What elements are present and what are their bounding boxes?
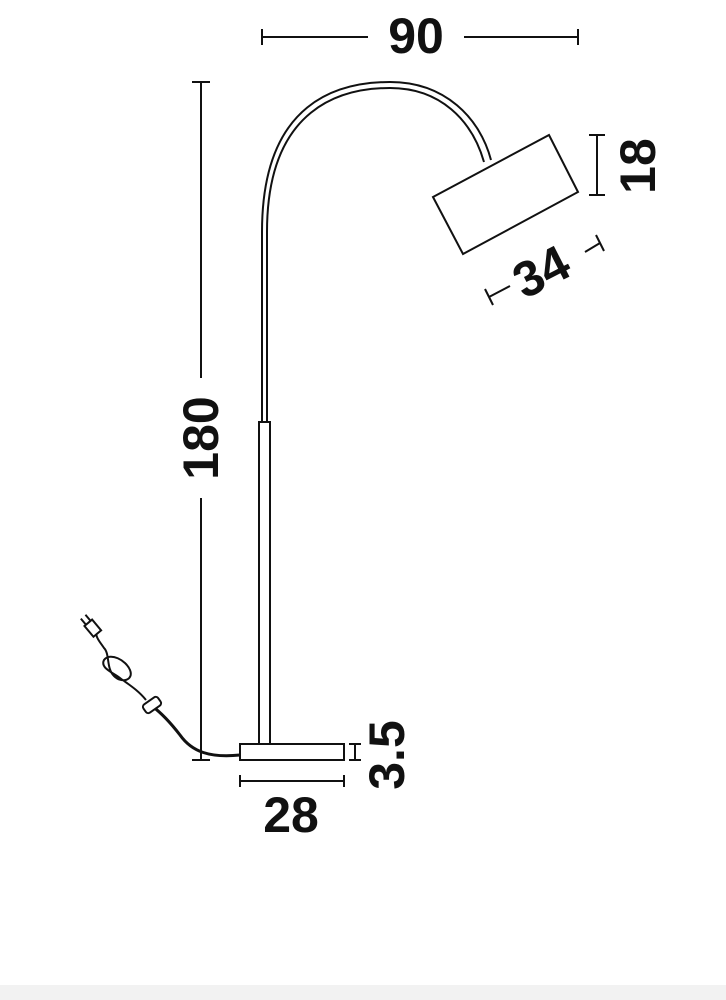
cord-line [151, 704, 241, 758]
base-diameter-label: 28 [263, 787, 319, 843]
plug-icon [80, 614, 103, 639]
lamp-base [239, 743, 345, 761]
dimension-tick [484, 288, 494, 306]
lamp-shade [431, 133, 580, 256]
bottom-strip [0, 985, 726, 1000]
total-height-label: 180 [173, 396, 229, 479]
lamp-body [239, 80, 580, 761]
shade-height-label: 18 [610, 138, 666, 194]
arc-width-label: 90 [388, 8, 444, 64]
lamp-pole [258, 421, 271, 745]
dimension-line [584, 242, 601, 253]
shade-diameter-label: 34 [504, 234, 579, 309]
dimension-tick [595, 234, 605, 252]
inline-switch-icon [141, 695, 163, 715]
dimension-base-diameter: 28 [239, 775, 345, 843]
lamp-arc-inner [266, 86, 485, 422]
lamp-arc [261, 80, 492, 422]
dimension-arc-width: 90 [261, 8, 579, 64]
cord-coil [95, 631, 147, 701]
dimension-total-height: 180 [173, 81, 229, 761]
dimension-shade-height: 18 [589, 134, 666, 196]
dimension-shade-diameter: 34 [484, 234, 605, 309]
dimension-line [488, 285, 511, 298]
power-cord [80, 614, 241, 758]
base-height-label: 3.5 [359, 720, 415, 790]
dimension-base-height: 3.5 [349, 720, 415, 790]
